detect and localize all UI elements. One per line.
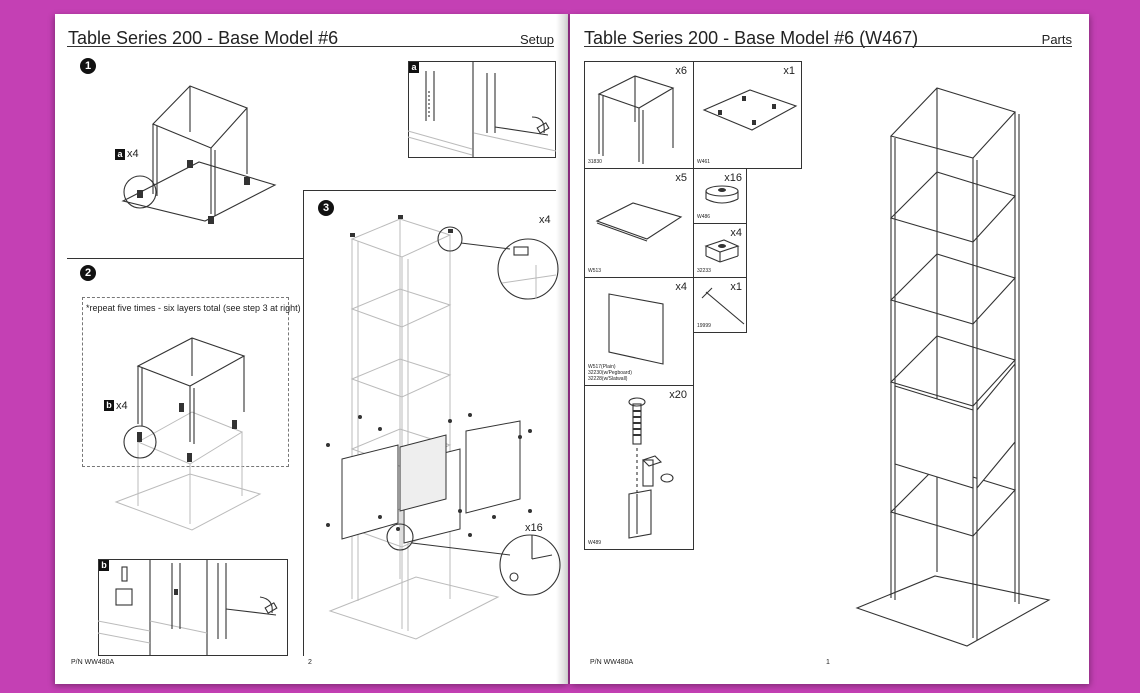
part-code: W489 [588, 540, 602, 546]
divider-vertical [303, 190, 304, 656]
part-shelf-icon [595, 202, 683, 242]
part-cell-frame: x6 31830 [584, 61, 694, 169]
part-code-lines: W517(Plain) 32230(w/Pegboard) 32228(w/Sl… [588, 364, 632, 382]
callout-a-tag: a [115, 149, 125, 160]
repeat-note: *repeat five times - six layers total (s… [86, 303, 301, 313]
part-code: 19999 [697, 323, 711, 329]
step-1-number: 1 [80, 58, 96, 74]
part-number-footer: P/N WW480A [590, 659, 634, 666]
part-cell-connector: x20 W489 [584, 385, 694, 550]
part-leveler-icon [705, 185, 739, 204]
section-label: Setup [520, 32, 554, 47]
detail-b-box [98, 559, 288, 656]
divider-step2 [67, 258, 303, 259]
part-cell-top: x1 W461 [693, 61, 802, 169]
part-qty: x1 [730, 281, 742, 293]
callout-a-qty: x4 [127, 148, 139, 160]
section-label: Parts [1041, 32, 1072, 47]
divider-step3 [303, 190, 556, 191]
part-key-icon [701, 287, 745, 325]
step-3-qty-top: x4 [539, 214, 551, 226]
part-code: W513 [588, 268, 602, 274]
repeat-box [82, 297, 289, 467]
right-page: Table Series 200 - Base Model #6 (W467) … [570, 14, 1089, 684]
callout-b-tag: b [104, 400, 114, 411]
detail-b-illustration [97, 559, 278, 656]
part-code: W486 [697, 214, 711, 220]
detail-a-box [408, 61, 556, 158]
callout-b-qty: x4 [116, 400, 128, 412]
part-qty: x20 [669, 389, 687, 401]
part-code: W461 [697, 159, 711, 165]
title-rule [67, 46, 554, 47]
part-connector-icon [628, 397, 674, 539]
part-cell-shelf: x5 W513 [584, 168, 694, 278]
part-cell-leveler: x16 W486 [693, 168, 747, 224]
part-qty: x4 [730, 227, 742, 239]
left-page: Table Series 200 - Base Model #6 Setup 1… [55, 14, 568, 684]
part-bracket-icon [704, 239, 740, 263]
step-3-number: 3 [318, 200, 334, 216]
part-number-footer: P/N WW480A [71, 659, 115, 666]
detail-a-tag: a [409, 62, 419, 73]
step-2-illustration [114, 337, 262, 531]
page-title: Table Series 200 - Base Model #6 [68, 28, 339, 48]
detail-a-illustration [407, 61, 557, 158]
part-qty: x1 [783, 65, 795, 77]
step-3-illustration [326, 215, 561, 640]
page-number: 1 [826, 659, 830, 666]
page-number: 2 [308, 659, 312, 666]
part-code: 31830 [588, 159, 602, 165]
part-qty: x4 [675, 281, 687, 293]
title-rule [584, 46, 1072, 47]
part-cell-panel: x4 W517(Plain) 32230(w/Pegboard) 32228(w… [584, 277, 694, 386]
step-2-number: 2 [80, 265, 96, 281]
part-frame-icon [597, 75, 675, 164]
assembled-tower-illustration [855, 87, 1051, 647]
part-code: 32233 [697, 268, 711, 274]
part-cell-key: x1 19999 [693, 277, 747, 333]
part-qty: x16 [724, 172, 742, 184]
part-top-icon [702, 89, 798, 131]
step-1-illustration [121, 85, 277, 224]
detail-b-tag: b [99, 560, 109, 571]
part-cell-bracket: x4 32233 [693, 223, 747, 278]
step-3-qty-bottom: x16 [525, 522, 543, 534]
part-qty: x6 [675, 65, 687, 77]
part-panel-icon [608, 293, 664, 365]
page-title: Table Series 200 - Base Model #6 (W467) [584, 28, 919, 48]
part-qty: x5 [675, 172, 687, 184]
